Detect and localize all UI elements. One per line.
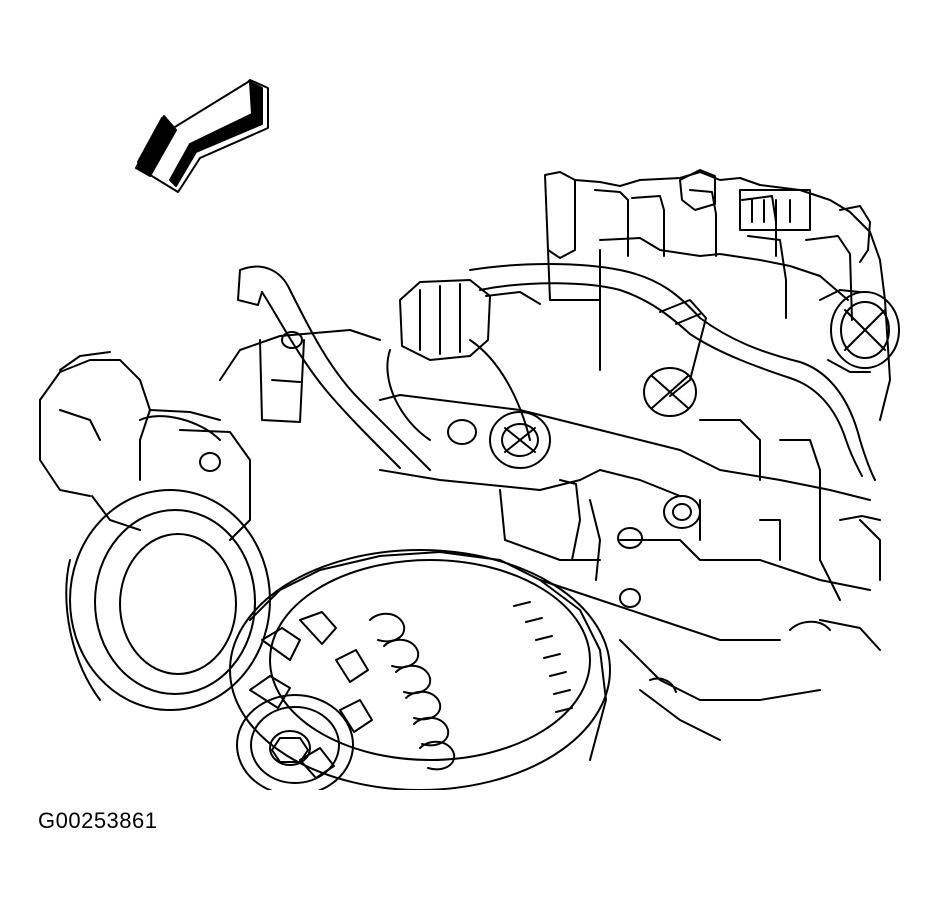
hoses: [237, 263, 876, 481]
figure-id-label: G00253861: [38, 808, 158, 833]
direction-arrow: [135, 79, 269, 193]
housing-ring: [65, 489, 271, 711]
pulley: [236, 694, 354, 790]
engine-block: [219, 329, 881, 741]
intake-manifold: [544, 169, 891, 421]
brackets: [559, 479, 881, 693]
alternator: [229, 549, 611, 790]
connector-cluster: [386, 279, 541, 441]
throttle-body: [819, 289, 900, 373]
fittings: [199, 331, 701, 608]
engine-line-drawing: [39, 79, 900, 790]
starter-housing: [39, 351, 251, 541]
